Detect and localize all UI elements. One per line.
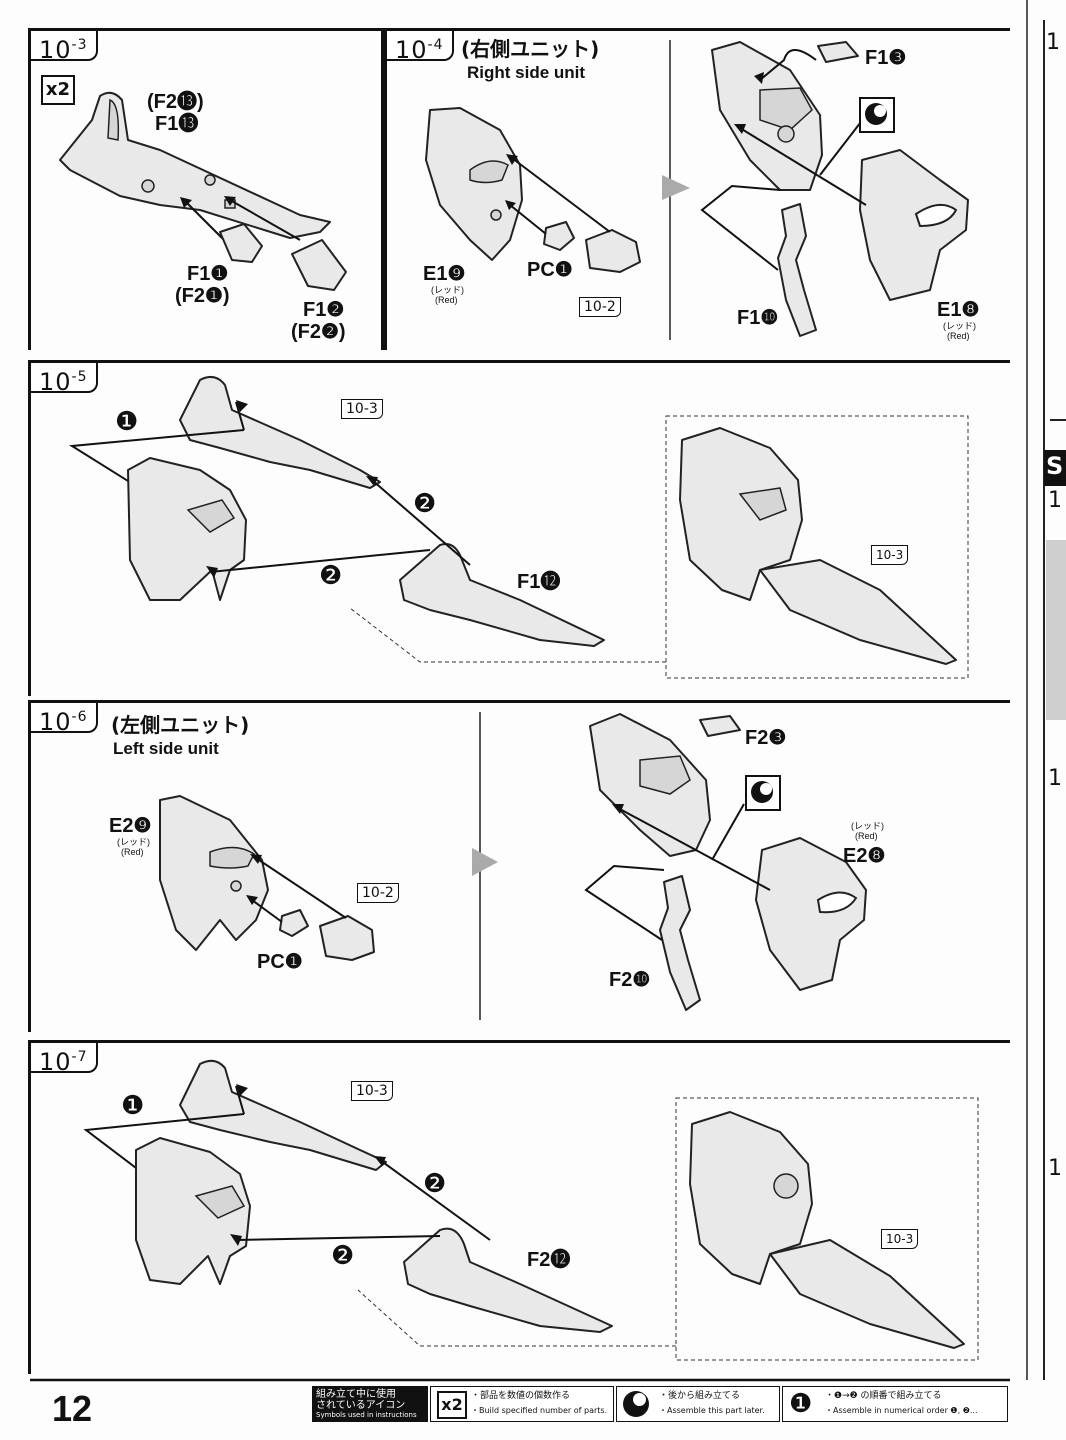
e1-9-part	[425, 107, 523, 261]
part-label-f1-10: F1❿	[737, 307, 779, 329]
part-label-f2-3: F2❸	[745, 727, 787, 749]
color-note-jp: (レッド)	[431, 285, 464, 295]
side-section-tag: S	[1046, 452, 1064, 480]
page-number: 12	[52, 1388, 93, 1429]
step-title-jp: (左側ユニット)	[111, 713, 250, 737]
legend-x2-en: ・Build specified number of parts.	[471, 1406, 608, 1415]
part-label-f1-12: F1⓬	[517, 571, 561, 593]
step-number: 10-5	[31, 363, 98, 396]
assemble-later-icon	[745, 775, 781, 811]
step-sub-number: -7	[71, 1049, 88, 1065]
assemble-later-icon-cut	[633, 1393, 646, 1406]
color-note-en: (Red)	[947, 331, 970, 341]
step-title-en: Left side unit	[113, 739, 219, 758]
side-step-tag: 1	[1046, 30, 1060, 55]
step-main-number: 10	[39, 708, 72, 736]
part-label-pc1: PC❶	[257, 951, 303, 973]
ref-badge-10-3: 10-3	[341, 399, 383, 419]
step-main-number: 10	[39, 1048, 72, 1076]
ref-badge-10-2: 10-2	[579, 297, 621, 317]
color-note-en: (Red)	[435, 295, 458, 305]
legend-x2-jp: ・部品を数値の個数作る	[471, 1391, 571, 1401]
step-main-number: 10	[39, 368, 72, 396]
order-step-2: ❷	[413, 489, 437, 519]
ref-badge-10-3: 10-3	[871, 545, 909, 565]
legend-title-jp-1: 組み立て中に使用	[316, 1389, 396, 1400]
wing-10-3-upper-b	[179, 1059, 387, 1171]
part-label-f1-1: F1❶	[187, 263, 229, 285]
color-note-en: (Red)	[855, 831, 878, 841]
legend-later-en: ・Assemble this part later.	[659, 1406, 765, 1415]
ref-badge-10-3: 10-3	[881, 1229, 919, 1249]
step-number: 10-6	[31, 703, 98, 736]
step-number: 10-3	[31, 31, 98, 64]
wing-10-3-upper	[179, 375, 381, 489]
ref-badge-10-2: 10-2	[357, 883, 399, 903]
ref-badge-10-3: 10-3	[351, 1081, 393, 1101]
order-step-1: ❶	[115, 407, 139, 437]
step-number: 10-4	[387, 31, 454, 64]
step-sub-number: -4	[427, 37, 444, 53]
color-note-en: (Red)	[121, 847, 144, 857]
part-label-f1-2: F1❷	[303, 299, 345, 321]
side-step-tag: 1	[1048, 766, 1062, 791]
step-10-4-panel: 10-4 (右側ユニット) Right side unit E1❾ (レッド) …	[384, 28, 1010, 350]
legend-order-jp: ・❶→❷ の順番で組み立てる	[825, 1391, 942, 1401]
step-10-3-panel: 10-3 x2 (F2⓭) F1⓭ F1❶ (F2❶) F1❷ (F2❷)	[28, 28, 384, 350]
assemble-later-icon	[859, 97, 895, 133]
part-label-f2-10: F2❿	[609, 969, 651, 991]
part-label-e1-8: E1❽	[937, 299, 980, 321]
legend-title: 組み立て中に使用 されているアイコン Symbols used in instr…	[312, 1386, 428, 1422]
part-label-f2-13: (F2⓭)	[147, 91, 204, 113]
wing-10-5-assembled	[679, 427, 957, 665]
part-label-e2-8: E2❽	[843, 845, 886, 867]
part-label-e2-9: E2❾	[109, 815, 152, 837]
part-label-pc1: PC❶	[527, 259, 573, 281]
part-label-f2-1: (F2❶)	[175, 285, 230, 307]
step-10-7-panel: 10-7 10-3 10-3 ❶ ❷ ❷ F2⓬	[28, 1040, 1010, 1374]
color-note-jp: (レッド)	[851, 821, 884, 831]
step-main-number: 10	[39, 36, 72, 64]
order-step-2: ❷	[423, 1169, 447, 1199]
legend-assemble-later: ・後から組み立てる ・Assemble this part later.	[616, 1386, 780, 1422]
order-step-2: ❷	[331, 1241, 355, 1271]
part-label-f2-12: F2⓬	[527, 1249, 571, 1271]
legend-order-en: ・Assemble in numerical order ❶, ❷...	[825, 1406, 978, 1415]
e2-9-part	[159, 795, 269, 951]
part-label-e1-9: E1❾	[423, 263, 466, 285]
step-sub-number: -3	[71, 37, 88, 53]
step-sub-number: -6	[71, 709, 88, 725]
legend-later-jp: ・後から組み立てる	[659, 1391, 741, 1401]
step-sub-number: -5	[71, 369, 88, 385]
step-title-jp: (右側ユニット)	[461, 37, 600, 61]
legend-order: ❶ ・❶→❷ の順番で組み立てる ・Assemble in numerical …	[782, 1386, 1008, 1422]
step-10-6-panel: 10-6 (左側ユニット) Left side unit E2❾ (レッド) (…	[28, 700, 1010, 1032]
color-note-jp: (レッド)	[943, 321, 976, 331]
wing-10-7-assembled	[689, 1111, 965, 1349]
legend-title-en: Symbols used in instructions	[316, 1411, 417, 1419]
order-step-1: ❶	[121, 1091, 145, 1121]
legend-title-jp-2: されているアイコン	[316, 1400, 406, 1411]
side-step-tag: 1	[1048, 1156, 1062, 1181]
part-label-f1-13: F1⓭	[155, 113, 199, 135]
multiplier-icon: x2	[437, 1391, 467, 1419]
part-label-f2-2: (F2❷)	[291, 321, 346, 343]
multiplier-badge: x2	[41, 75, 75, 105]
legend-multiplier: x2 ・部品を数値の個数作る ・Build specified number o…	[430, 1386, 614, 1422]
step-title-en: Right side unit	[467, 63, 586, 82]
part-label-f1-3: F1❸	[865, 47, 907, 69]
step-number: 10-7	[31, 1043, 98, 1076]
side-step-tag: 1	[1048, 488, 1062, 513]
color-note-jp: (レッド)	[117, 837, 150, 847]
e1-9-assembled	[711, 41, 823, 191]
step-10-5-panel: 10-5 10-3 10-3 ❶ ❷ ❷ F1⓬	[28, 360, 1010, 696]
order-step-2: ❷	[319, 561, 343, 591]
order-icon: ❶	[789, 1389, 813, 1419]
step-main-number: 10	[395, 36, 428, 64]
